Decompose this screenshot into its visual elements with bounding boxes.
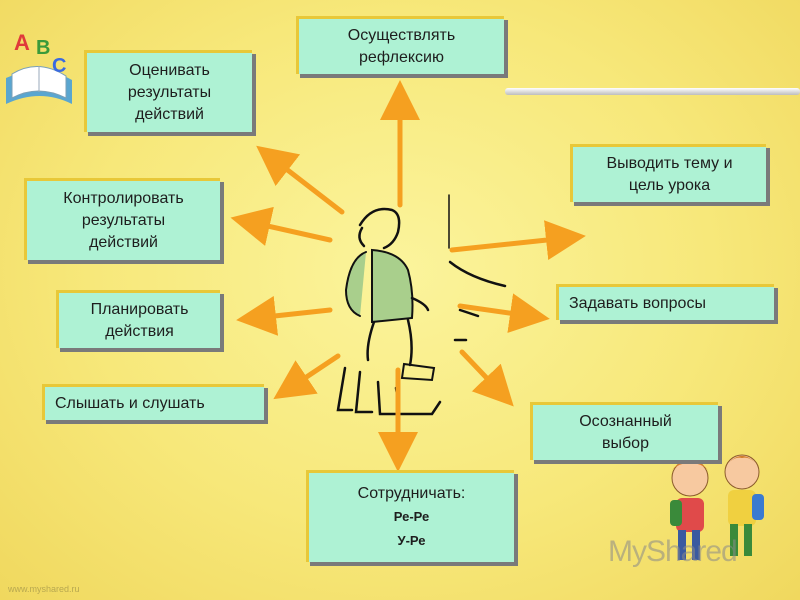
node-plan-line-1: Планировать (90, 300, 189, 318)
kids-illustration-icon (670, 454, 764, 560)
arrows (230, 80, 586, 472)
arrow-to-choice (459, 349, 514, 407)
node-choice-line-2: выбор (602, 434, 649, 452)
arrow-to-control (230, 206, 333, 246)
watermark: MyShared (608, 535, 738, 568)
decorative-bar (505, 88, 800, 95)
abc-book-icon: A B C (6, 30, 72, 104)
node-evaluate-line-1: Оценивать (129, 61, 210, 79)
node-reflect: Осуществлять рефлексию (296, 16, 504, 74)
logo-letter-c: C (52, 55, 66, 77)
node-questions-line-1: Задавать вопросы (569, 294, 706, 312)
node-evaluate-line-2: результаты (127, 83, 212, 101)
site-url: www.myshared.ru (8, 584, 80, 594)
arrow-to-plan (236, 295, 333, 336)
node-listen-line-1: Слышать и слушать (55, 394, 205, 412)
node-cooperate: Сотрудничать: Ре-Ре У-Ре (306, 470, 514, 562)
node-cooperate-sub-2: У-Ре (397, 532, 426, 548)
logo-letter-b: B (36, 37, 50, 59)
arrow-to-evaluate (256, 145, 345, 215)
node-reflect-line-2: рефлексию (359, 48, 444, 66)
node-choice: Осознанный выбор (530, 402, 718, 460)
node-topic-line-1: Выводить тему и (606, 154, 733, 172)
node-questions: Задавать вопросы (556, 284, 774, 320)
node-topic: Выводить тему и цель урока (570, 144, 766, 202)
node-control: Контролировать результаты действий (24, 178, 220, 260)
node-topic-line-2: цель урока (628, 176, 711, 194)
teacher-figure-icon (336, 194, 507, 416)
node-cooperate-line-1: Сотрудничать: (357, 484, 466, 502)
node-control-line-1: Контролировать (63, 189, 184, 207)
node-plan: Планировать действия (56, 290, 220, 348)
node-choice-line-1: Осознанный (579, 412, 672, 430)
node-cooperate-sub-1: Ре-Ре (393, 508, 430, 524)
node-control-line-3: действий (89, 233, 158, 251)
node-evaluate: Оценивать результаты действий (84, 50, 252, 132)
node-listen: Слышать и слушать (42, 384, 264, 420)
arrow-to-listen (273, 353, 341, 400)
arrow-to-topic (449, 220, 586, 260)
node-reflect-line-1: Осуществлять (347, 26, 456, 44)
node-control-line-2: результаты (81, 211, 166, 229)
logo-letter-a: A (14, 30, 30, 55)
arrow-to-questions (457, 293, 550, 333)
node-evaluate-line-3: действий (135, 105, 204, 123)
node-plan-line-2: действия (105, 322, 174, 340)
